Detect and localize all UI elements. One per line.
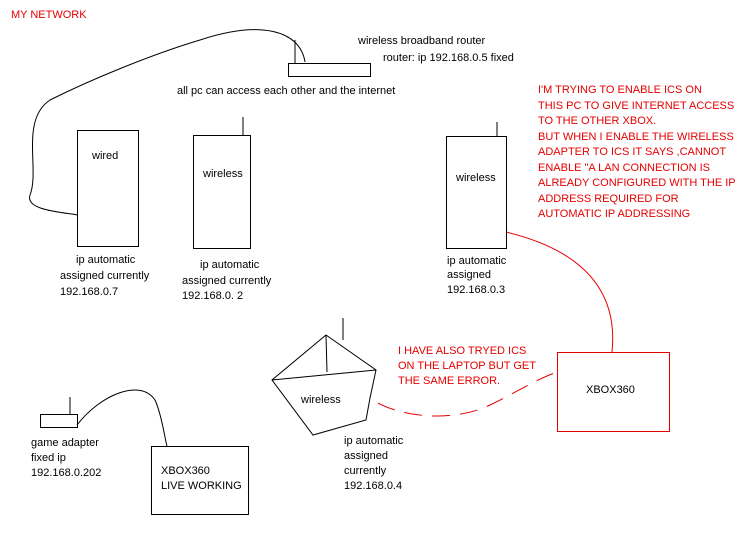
cable-pc-to-xbox-red bbox=[505, 231, 614, 353]
game-adapter-device bbox=[40, 414, 78, 428]
ics-note-line: ADAPTER TO ICS IT SAYS ,CANNOT bbox=[538, 146, 727, 158]
ics-note-line: THIS PC TO GIVE INTERNET ACCESS bbox=[538, 99, 735, 112]
ics-note-line: I'M TRYING TO ENABLE ICS ON bbox=[538, 84, 702, 96]
ics-note-line: ALREADY CONFIGURED WITH THE IP bbox=[538, 177, 736, 189]
router-access-note: all pc can access each other and the int… bbox=[177, 85, 396, 97]
cable-adapter-to-xbox-live bbox=[76, 389, 168, 447]
game-adapter-line-3: 192.168.0.202 bbox=[31, 467, 102, 479]
laptop-note-line: ON THE LAPTOP BUT GET bbox=[398, 360, 536, 372]
laptop-note-line: THE SAME ERROR. bbox=[398, 375, 501, 387]
game-adapter-line-1: game adapter bbox=[31, 437, 99, 449]
pc-wireless-2-ip-line-1: ip automatic bbox=[447, 255, 507, 267]
ics-note-line: TO THE OTHER XBOX. bbox=[538, 115, 657, 127]
diagram-title: MY NETWORK bbox=[11, 9, 87, 21]
laptop-hinge bbox=[271, 369, 377, 381]
router-ip-note: router: ip 192.168.0.5 fixed bbox=[383, 52, 514, 64]
router-device bbox=[288, 63, 371, 77]
wireless-link-laptop-to-xbox bbox=[377, 371, 558, 417]
laptop-shape bbox=[271, 334, 377, 436]
pc-wireless-1-ip-line-1: ip automatic bbox=[200, 259, 260, 271]
laptop-note-line: I HAVE ALSO TRYED ICS bbox=[398, 345, 527, 357]
pc-wireless-2-label: wireless bbox=[456, 172, 496, 184]
xbox-red-label: XBOX360 bbox=[586, 384, 635, 396]
pc-wireless-1-tower bbox=[193, 135, 251, 249]
pc-wired-ip-line-2: assigned currently bbox=[60, 270, 150, 282]
ics-note-line: AUTOMATIC IP ADDRESSING bbox=[538, 208, 691, 220]
laptop-ip-line-2: assigned bbox=[344, 450, 389, 462]
pc-wired-ip-line-1: ip automatic bbox=[76, 254, 136, 266]
pc-wired-ip-line-3: 192.168.0.7 bbox=[60, 286, 119, 298]
ics-note-line: ADDRESS REQUIRED FOR bbox=[538, 192, 679, 205]
laptop-ip-line-1: ip automatic bbox=[344, 435, 404, 447]
laptop-ip-line-4: 192.168.0.4 bbox=[344, 480, 403, 492]
pc-wireless-1-ip-line-2: assigned currently bbox=[182, 275, 272, 287]
pc-wireless-2-tower bbox=[446, 136, 507, 249]
pc-wired-tower bbox=[77, 130, 139, 247]
xbox-live-box bbox=[151, 446, 249, 515]
laptop-ip-line-3: currently bbox=[344, 465, 387, 477]
pc-wired-label: wired bbox=[92, 150, 119, 162]
pc-wireless-2-ip-line-2: assigned bbox=[447, 269, 492, 281]
laptop-label: wireless bbox=[301, 394, 341, 406]
pc-wireless-1-label: wireless bbox=[203, 168, 243, 180]
laptop-ics-note: I HAVE ALSO TRYED ICS ON THE LAPTOP BUT … bbox=[398, 344, 536, 389]
pc-wireless-2-ip-line-3: 192.168.0.3 bbox=[447, 284, 506, 296]
xbox-live-line-1: XBOX360 bbox=[161, 465, 210, 477]
xbox-red-box bbox=[557, 352, 670, 432]
xbox-live-line-2: LIVE WORKING bbox=[161, 480, 242, 492]
router-label: wireless broadband router bbox=[358, 35, 486, 47]
pc-wireless-1-ip-line-3: 192.168.0. 2 bbox=[182, 290, 244, 302]
cable-router-to-wired-pc bbox=[29, 29, 306, 216]
ics-note-line: BUT WHEN I ENABLE THE WIRELESS bbox=[538, 130, 734, 143]
ics-note-line: ENABLE "A LAN CONNECTION IS bbox=[538, 161, 711, 174]
ics-note: I'M TRYING TO ENABLE ICS ON THIS PC TO G… bbox=[538, 83, 736, 223]
game-adapter-line-2: fixed ip bbox=[31, 452, 66, 464]
